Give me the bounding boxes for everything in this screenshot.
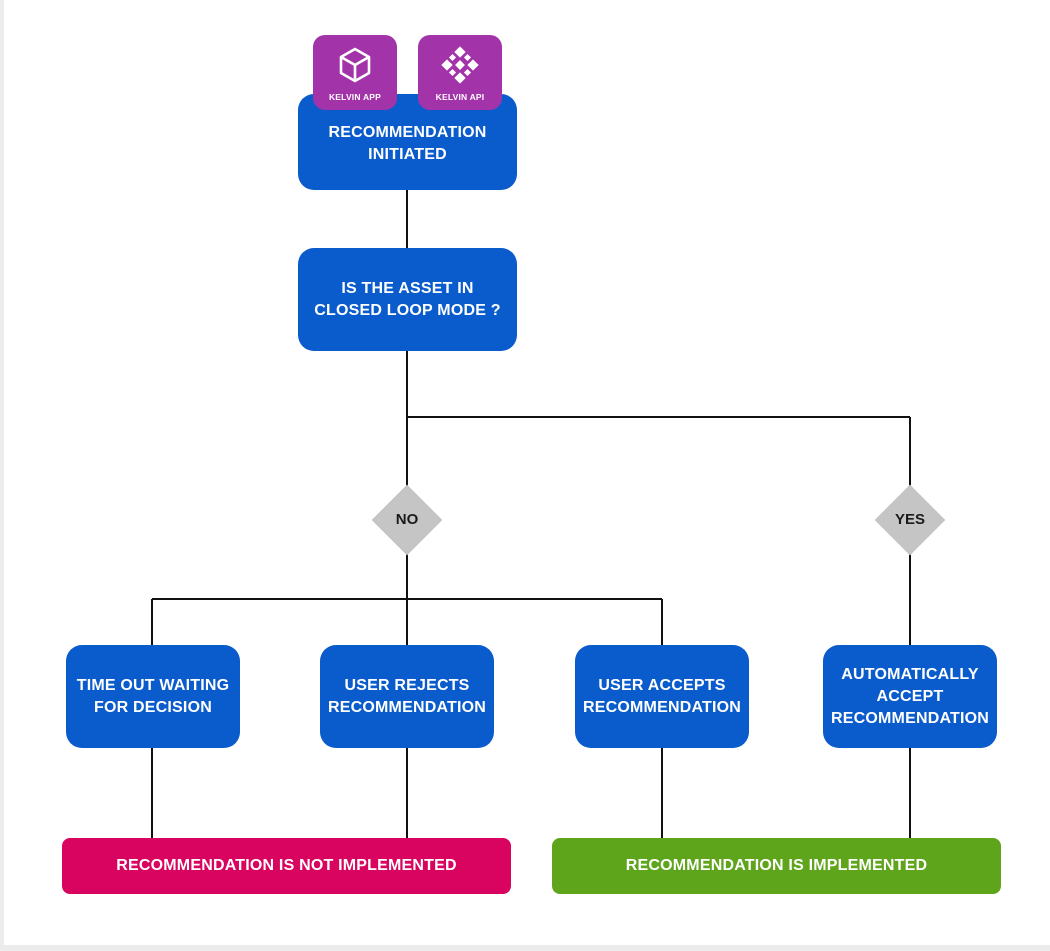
kelvin-api-label: KELVIN API [435,92,485,102]
timeout-label: TIME OUT WAITING FOR DECISION [76,676,230,716]
not-implemented-label: RECOMMENDATION IS NOT IMPLEMENTED [116,857,457,874]
user-rejects-node: USER REJECTS RECOMMENDATION [320,645,494,748]
recommendation-initiated-label: RECOMMENDATION INITIATED [328,124,487,163]
user-accepts-node: USER ACCEPTS RECOMMENDATION [575,645,749,748]
kelvin-app-label: KELVIN APP [328,92,382,102]
flowchart-canvas: RECOMMENDATION INITIATED KELVIN APP [4,0,1050,945]
not-implemented-outcome: RECOMMENDATION IS NOT IMPLEMENTED [62,838,511,894]
recommendation-initiated-node: RECOMMENDATION INITIATED [298,94,517,190]
api-diamond-icon [441,46,479,84]
implemented-label: RECOMMENDATION IS IMPLEMENTED [625,857,928,874]
user-rejects-label: USER REJECTS RECOMMENDATION [327,676,487,716]
auto-accept-node: AUTOMATICALLY ACCEPT RECOMMENDATION [823,645,997,748]
kelvin-app-badge: KELVIN APP [313,35,397,110]
kelvin-api-badge: KELVIN API [418,35,502,110]
closed-loop-question-node: IS THE ASSET IN CLOSED LOOP MODE ? [298,248,517,351]
user-accepts-label: USER ACCEPTS RECOMMENDATION [582,676,742,716]
timeout-node: TIME OUT WAITING FOR DECISION [66,645,240,748]
connector-lines [151,190,911,838]
auto-accept-label: AUTOMATICALLY ACCEPT RECOMMENDATION [830,665,990,727]
decision-no-label: NO [395,511,419,528]
decision-yes-label: YES [894,511,925,528]
cube-icon [339,47,371,83]
implemented-outcome: RECOMMENDATION IS IMPLEMENTED [552,838,1001,894]
closed-loop-question-label: IS THE ASSET IN CLOSED LOOP MODE ? [314,279,501,319]
